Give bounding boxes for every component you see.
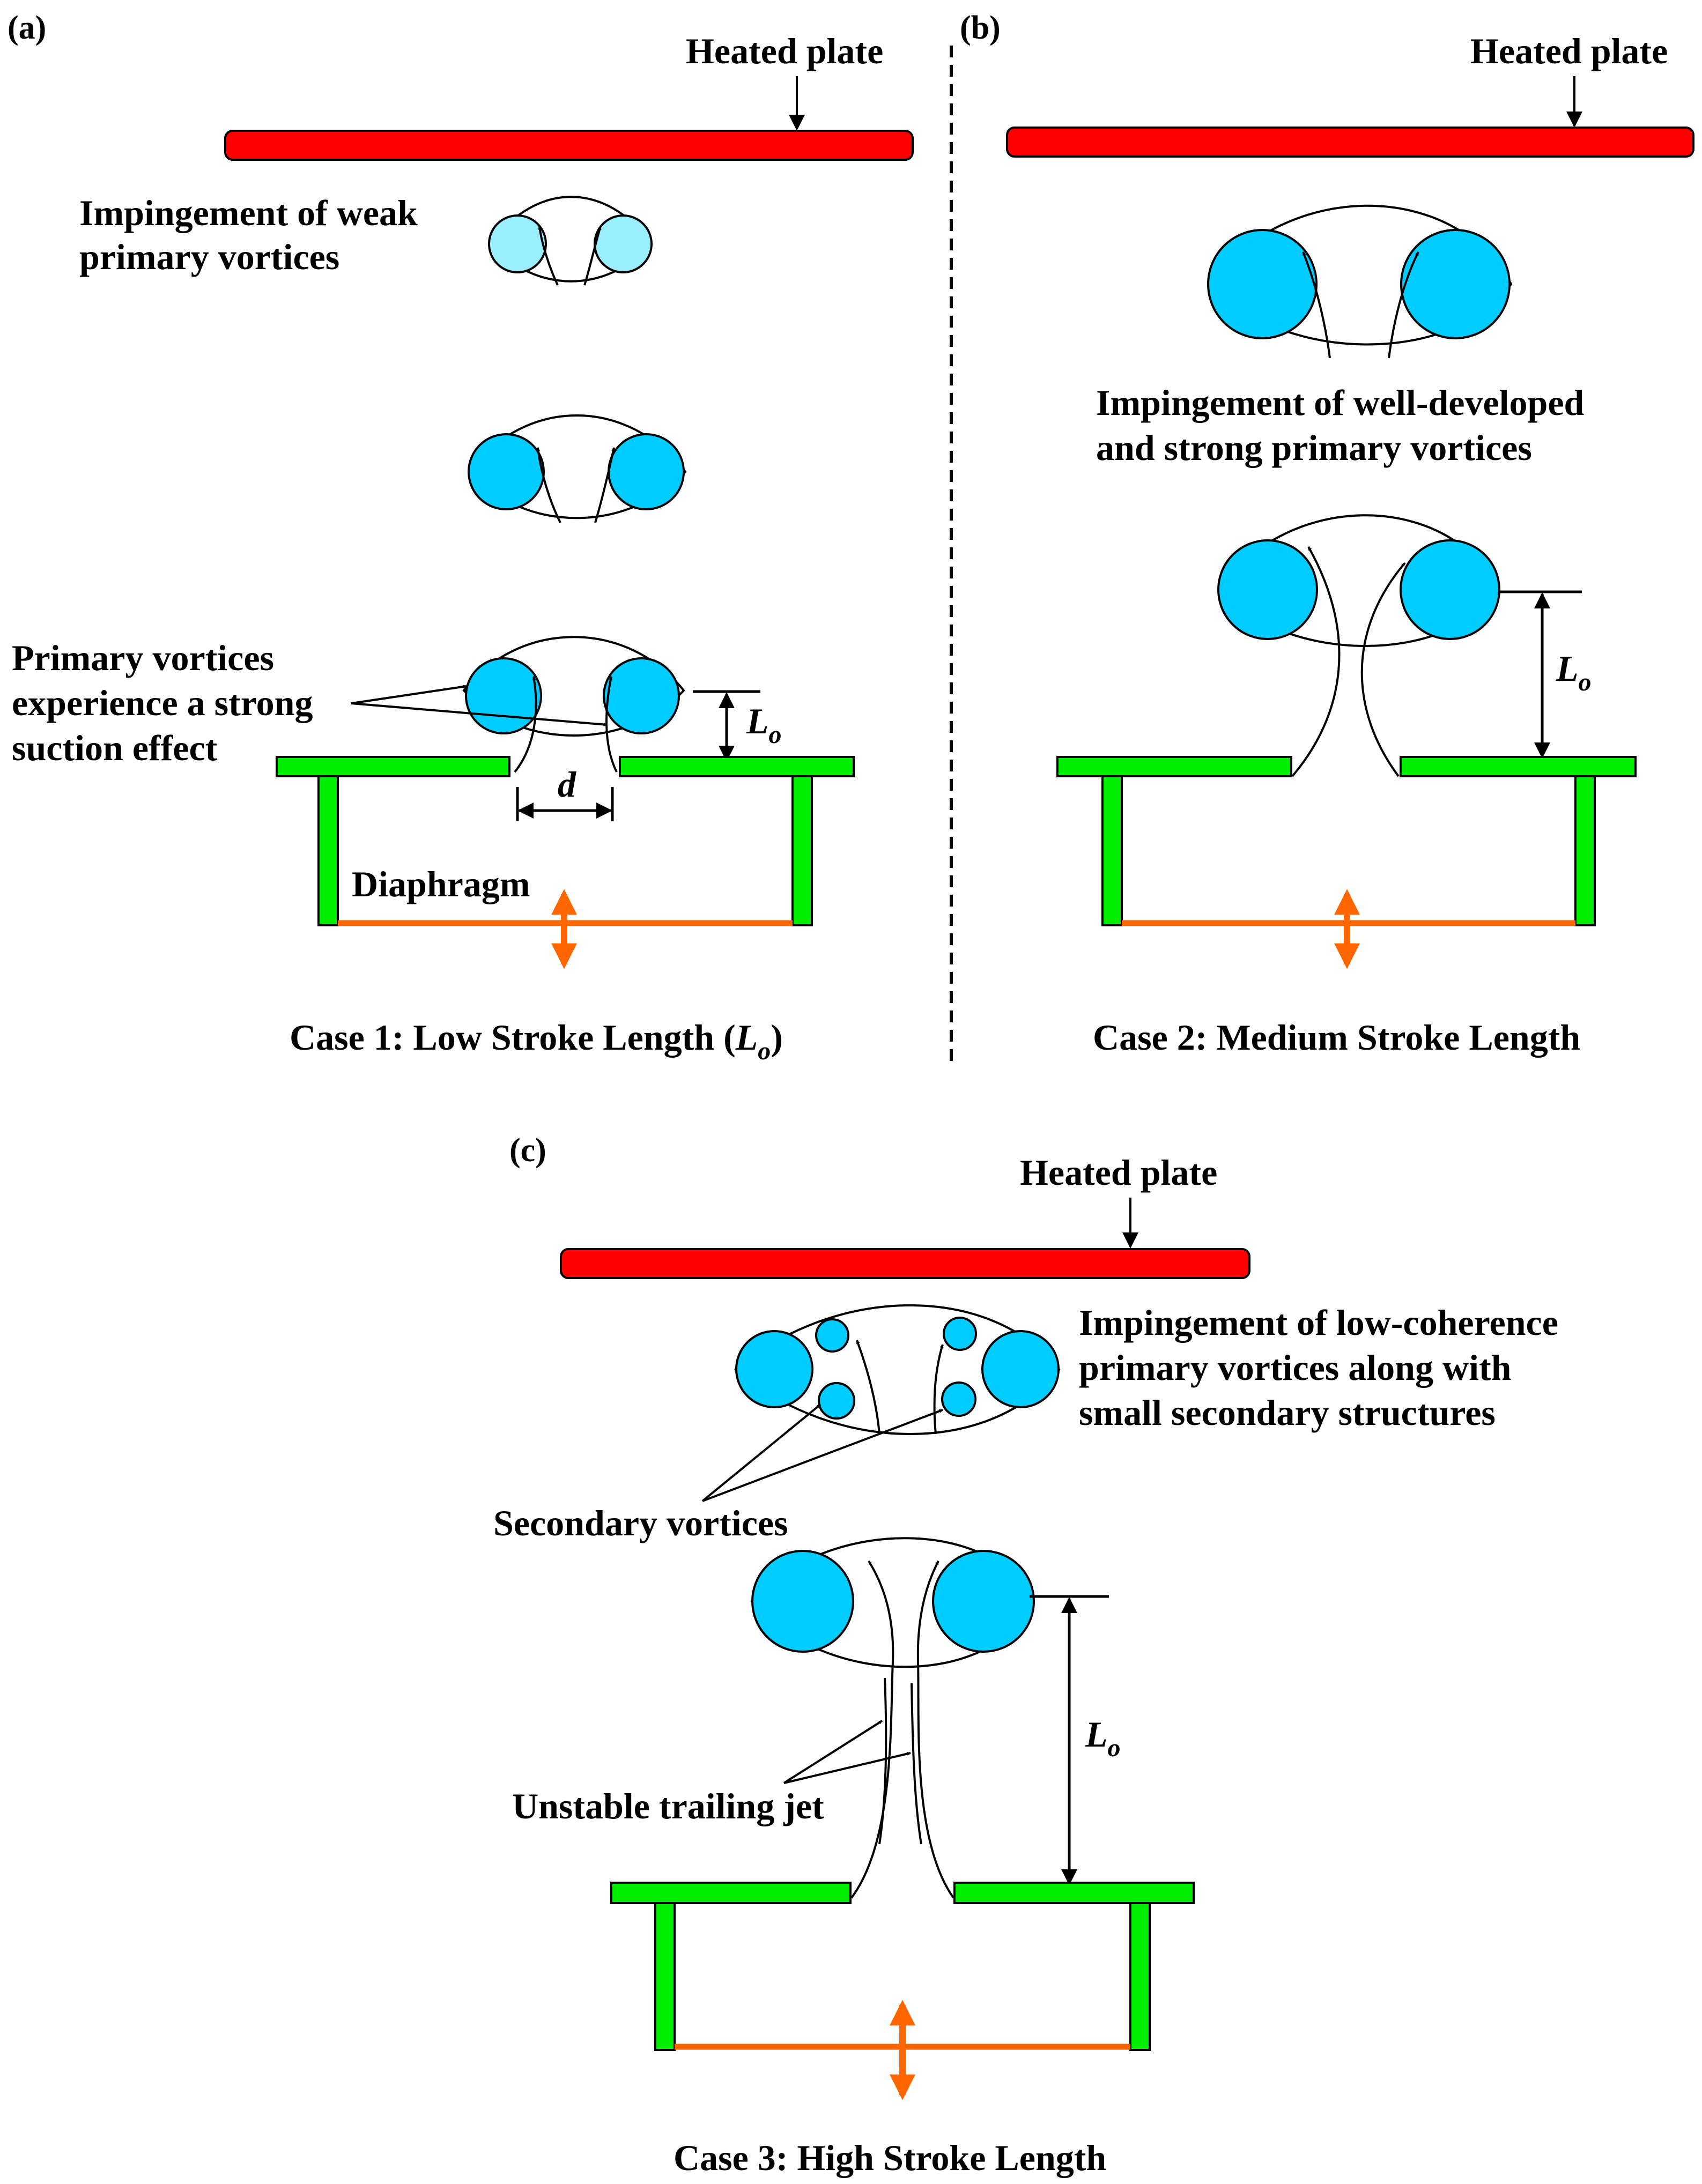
- panel-c-orifice-plate-left: [610, 1882, 852, 1904]
- panel-c-secondary-vortex-2: [818, 1382, 855, 1420]
- panel-c-annot-line3: small secondary structures: [1079, 1392, 1496, 1433]
- panel-a-cavity-wall-left: [317, 775, 339, 926]
- panel-c-jet-pointer-2: [783, 1752, 911, 1784]
- panel-c-cavity-wall-right: [1129, 1902, 1151, 2051]
- panel-a-annot-suction-line1: Primary vortices: [12, 637, 274, 678]
- panel-c-jet-pointer-1: [783, 1720, 883, 1784]
- panel-a-weak-vortex-left: [488, 214, 547, 273]
- panel-b-orifice-plate-left: [1056, 756, 1292, 777]
- panel-a-weak-vortex-right: [594, 214, 653, 273]
- panel-a-suction-pointer-2: [351, 702, 608, 726]
- panel-b-lo-label: Lo: [1556, 648, 1592, 696]
- panel-c-secondary-pointer-2: [702, 1409, 943, 1502]
- panel-a-annot-weak-line1: Impingement of weak: [79, 192, 418, 233]
- panel-c-heated-plate: [560, 1248, 1250, 1279]
- panel-c-secondary-pointer-1: [701, 1403, 822, 1502]
- panel-c-lo-label: Lo: [1085, 1714, 1121, 1762]
- panel-a-heated-plate: [224, 130, 914, 161]
- panel-c-cavity-wall-left: [654, 1902, 676, 2051]
- panel-b-plate-label: Heated plate: [1470, 31, 1668, 71]
- panel-c-upper-vortex-right: [981, 1330, 1060, 1408]
- panel-c-orifice-plate-right: [953, 1882, 1195, 1904]
- panel-b-upper-vortex-right: [1400, 229, 1511, 339]
- panel-b-upper-streamline-right: [1388, 251, 1419, 359]
- panel-a-suction-pointer-1: [351, 685, 467, 704]
- panel-b-lower-vortex-left: [1217, 539, 1318, 640]
- panel-c-annot-line2: primary vortices along with: [1079, 1347, 1511, 1388]
- panel-c-upper-streamline-right: [933, 1344, 944, 1435]
- panel-a-diaphragm-label: Diaphragm: [352, 864, 530, 904]
- panel-a-mid-envelope: [468, 414, 687, 519]
- panel-a: (a) Heated plate Impingement of weak pri…: [8, 10, 914, 1065]
- panel-c: (c) Heated plate Impingement of low-cohe…: [493, 1132, 1558, 2178]
- panel-b: (b) Heated plate Impingement of well-dev…: [960, 10, 1694, 1058]
- panel-a-bottom-vortex-right: [603, 657, 680, 734]
- panel-c-annot-line1: Impingement of low-coherence: [1079, 1302, 1558, 1343]
- panel-b-upper-streamline-left: [1302, 251, 1331, 359]
- panel-b-orifice-plate-right: [1400, 756, 1637, 777]
- panel-c-lower-vortex-left: [751, 1550, 854, 1653]
- panel-a-weak-streamline-right: [583, 226, 602, 286]
- panel-c-secondary-vortex-3: [943, 1317, 977, 1351]
- panel-c-jet-streamline-left: [850, 1560, 894, 1899]
- panel-a-orifice-plate-right: [619, 756, 855, 777]
- panel-c-secondary-label: Secondary vortices: [493, 1503, 788, 1543]
- panel-a-mid-streamline-left: [536, 447, 561, 523]
- panel-b-annot-line1: Impingement of well-developed: [1096, 382, 1585, 423]
- panel-a-weak-streamline-left: [538, 226, 559, 286]
- panel-b-caption: Case 2: Medium Stroke Length: [1093, 1017, 1580, 1058]
- panel-a-bottom-vortex-left: [465, 657, 542, 734]
- panel-b-upper-envelope: [1207, 204, 1513, 346]
- panel-c-secondary-vortex-4: [941, 1381, 976, 1417]
- panel-c-caption: Case 3: High Stroke Length: [674, 2137, 1106, 2178]
- panel-a-mid-vortex-right: [608, 433, 685, 510]
- panel-c-lower-vortex-right: [932, 1550, 1035, 1653]
- panel-a-cavity-wall-right: [791, 775, 813, 926]
- panel-a-label: (a): [8, 10, 46, 46]
- panel-c-jet-label: Unstable trailing jet: [512, 1786, 824, 1826]
- panel-a-annot-weak-line2: primary vortices: [79, 236, 339, 277]
- panel-a-caption: Case 1: Low Stroke Length (Lo): [290, 1017, 783, 1065]
- panel-a-orifice-plate-left: [276, 756, 510, 777]
- panel-b-label: (b): [960, 10, 1001, 46]
- panel-a-lo-label: Lo: [746, 701, 782, 749]
- panel-a-plate-label: Heated plate: [686, 31, 883, 71]
- panel-a-mid-vortex-left: [468, 433, 545, 510]
- panel-c-jet-filament-2: [911, 1683, 922, 1845]
- panel-c-jet-filament-1: [878, 1677, 887, 1845]
- panel-a-annot-suction-line3: suction effect: [12, 727, 218, 768]
- panel-a-mid-streamline-right: [594, 447, 616, 523]
- panel-c-secondary-vortex-1: [815, 1318, 849, 1353]
- panel-a-bottom-streamline-left: [514, 676, 537, 773]
- panel-b-lower-streamline-left: [1291, 546, 1341, 777]
- panel-b-lower-vortex-right: [1400, 539, 1500, 640]
- panel-b-lower-streamline-right: [1360, 562, 1406, 777]
- panel-a-bottom-envelope: [462, 636, 685, 737]
- panel-c-jet-streamline-right: [916, 1561, 954, 1899]
- panel-b-annot-line2: and strong primary vortices: [1096, 427, 1532, 468]
- panel-a-annot-suction-line2: experience a strong: [12, 682, 313, 723]
- panel-a-d-label: d: [558, 764, 576, 805]
- panel-c-plate-label: Heated plate: [1020, 1152, 1217, 1193]
- panel-c-label: (c): [509, 1132, 546, 1169]
- panel-c-upper-vortex-left: [735, 1330, 813, 1408]
- panel-c-upper-streamline-left: [856, 1340, 880, 1435]
- panel-b-heated-plate: [1006, 127, 1694, 158]
- panel-b-cavity-wall-left: [1101, 775, 1123, 926]
- panel-b-cavity-wall-right: [1574, 775, 1596, 926]
- panel-b-upper-vortex-left: [1207, 229, 1318, 339]
